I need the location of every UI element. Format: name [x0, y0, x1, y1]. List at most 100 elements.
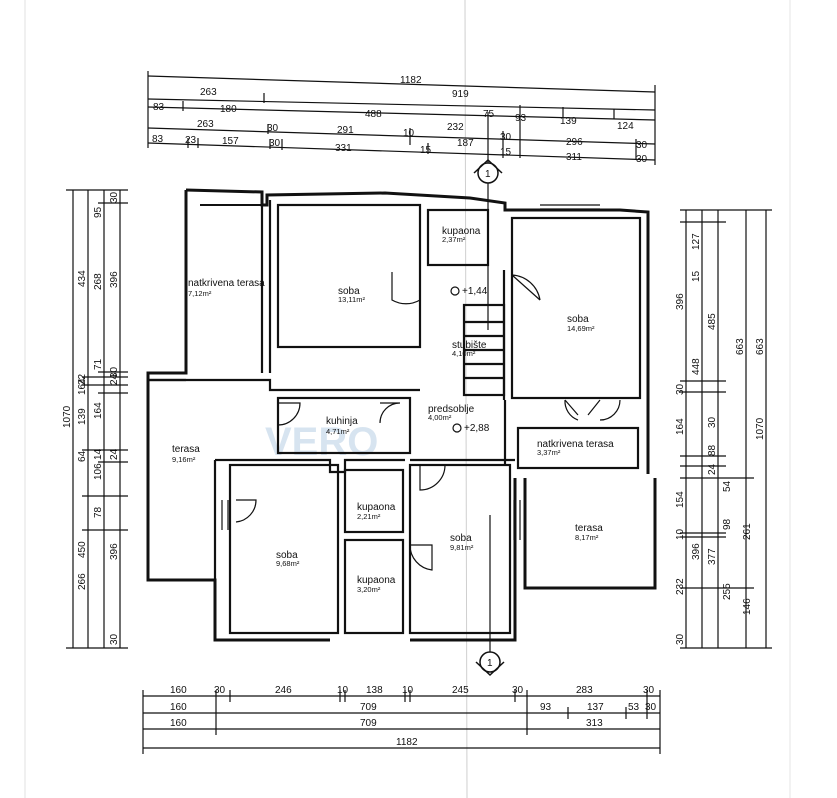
room-area: 2,37m² [442, 235, 466, 244]
dim-label: 263 [200, 87, 217, 98]
bottom-dimension-labels: 160 30 246 10 138 10 245 30 283 30 160 7… [170, 685, 657, 748]
dim-label: 30 [500, 132, 512, 143]
room-soba-4: soba 9,81m² [450, 533, 474, 552]
room-area: 9,81m² [450, 543, 474, 552]
room-name: predsoblje [428, 404, 475, 415]
room-predsoblje: predsoblje 4,00m² [428, 404, 475, 422]
room-soba-2: soba 14,69m² [567, 314, 595, 333]
dim-label: 83 [152, 134, 164, 145]
dim-label: 71 [93, 358, 104, 370]
room-name: stubište [452, 340, 487, 351]
dim-label: 709 [360, 718, 377, 729]
dim-label: 396 [675, 293, 686, 310]
dim-label: 98 [722, 518, 733, 530]
right-dimension-ticks [680, 209, 772, 649]
doors [235, 272, 621, 571]
dim-label: 24 [109, 448, 120, 460]
room-kupaona-3: kupaona 3,20m² [357, 575, 396, 594]
section-marker-bottom: 1 [475, 515, 505, 677]
room-area: 2,21m² [357, 512, 381, 521]
dim-label: 296 [566, 137, 583, 148]
dim-label: 266 [77, 573, 88, 590]
dim-label: 30 [675, 633, 686, 645]
dim-label: 137 [587, 702, 604, 713]
left-dimensions [72, 190, 121, 648]
dim-label: 485 [707, 313, 718, 330]
dim-label: 232 [447, 122, 464, 133]
dim-label: 331 [335, 143, 352, 154]
top-dimension-ticks [147, 71, 656, 165]
dim-label: 15 [691, 270, 702, 282]
dim-label: 663 [735, 338, 746, 355]
room-name: terasa [575, 523, 603, 534]
dim-label: 139 [77, 408, 88, 425]
room-name: soba [276, 550, 298, 561]
left-dimension-ticks [66, 189, 128, 649]
watermark: VERO [265, 420, 378, 464]
dim-label: 24 [707, 463, 718, 475]
walls [146, 188, 657, 642]
dim-label: 10 [675, 528, 686, 540]
room-kuhinja: kuhinja 4,71m² [326, 416, 358, 436]
dim-label: 157 [222, 136, 239, 147]
section-marker-top: 1 [473, 155, 503, 330]
room-natkrivena-terasa-1: natkrivena terasa 7,12m² [188, 278, 265, 298]
dim-label: 30 [214, 685, 226, 696]
dim-label: 30 [645, 702, 657, 713]
room-name: natkrivena terasa [188, 278, 265, 289]
room-name: soba [338, 286, 360, 297]
dim-label: 30 [269, 138, 281, 149]
dim-label: 88 [707, 444, 718, 456]
dim-label: 124 [617, 121, 634, 132]
dim-label: 160 [170, 685, 187, 696]
room-area: 8,17m² [575, 533, 599, 542]
dim-label: 30 [636, 154, 648, 165]
level-marker-lower: +2,88 [452, 423, 490, 434]
dim-label: 160 [170, 702, 187, 713]
room-area: 3,20m² [357, 585, 381, 594]
dim-label: 95 [93, 206, 104, 218]
top-dimension-labels: 1182 263 919 83 180 488 75 93 139 124 26… [152, 75, 648, 165]
dim-label: 232 [675, 578, 686, 595]
dim-label: 10 [403, 128, 415, 139]
dim-label: 396 [691, 543, 702, 560]
dim-label: 313 [586, 718, 603, 729]
dim-label: 64 [77, 450, 88, 462]
room-area: 4,71m² [326, 427, 350, 436]
dim-label: 83 [153, 102, 165, 113]
room-name: terasa [172, 444, 200, 455]
dim-label: 23 [185, 135, 197, 146]
dim-label: 1182 [396, 737, 418, 748]
room-area: 9,16m² [172, 455, 196, 464]
dim-label: 434 [77, 270, 88, 287]
dim-label: 164 [675, 418, 686, 435]
dim-label: 154 [675, 491, 686, 508]
dim-label: 164 [77, 378, 88, 395]
room-name: kupaona [357, 575, 396, 586]
dim-label: 30 [109, 191, 120, 203]
dim-label: 663 [755, 338, 766, 355]
section-label: 1 [487, 658, 493, 669]
dim-label: 30 [643, 685, 655, 696]
room-area: 4,10m² [452, 349, 476, 358]
dim-label: 10 [337, 685, 349, 696]
dim-label: 246 [275, 685, 292, 696]
dim-label: 30 [675, 383, 686, 395]
dim-label: 396 [109, 543, 120, 560]
dim-label: 919 [452, 89, 469, 100]
room-kupaona-1: kupaona 2,37m² [442, 226, 481, 244]
dim-label: 15 [420, 145, 432, 156]
windows [221, 204, 600, 540]
dim-label: 263 [197, 119, 214, 130]
room-name: kupaona [442, 226, 481, 237]
dim-label: 15 [500, 147, 512, 158]
bottom-dimension-ticks [142, 690, 661, 754]
right-dimensions [685, 210, 767, 648]
dim-label: 10 [402, 685, 414, 696]
dim-label: 1070 [62, 405, 73, 428]
dim-label: 261 [742, 523, 753, 540]
dim-label: 268 [93, 273, 104, 290]
level-label: +1,44 [462, 286, 488, 297]
dim-label: 164 [93, 402, 104, 419]
